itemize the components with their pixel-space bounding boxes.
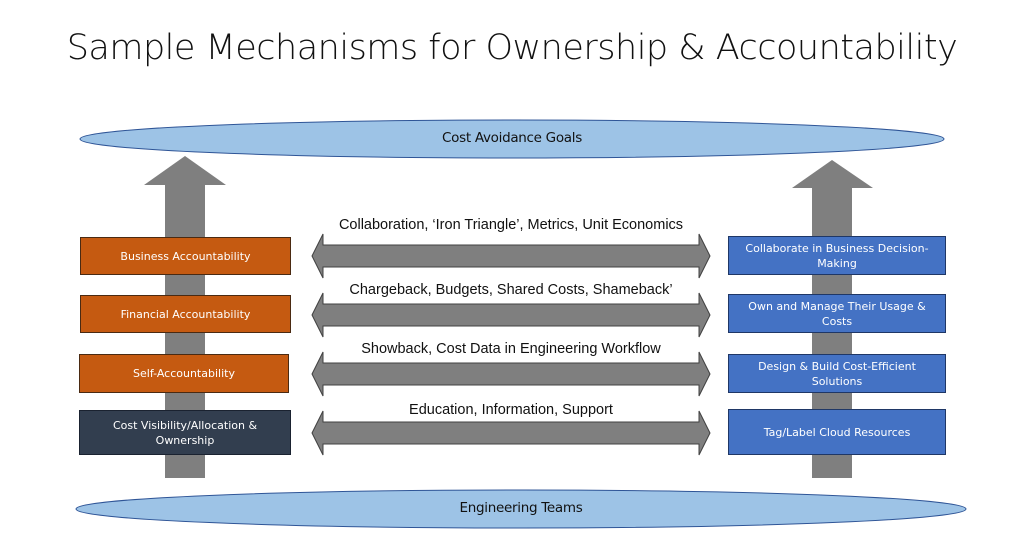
right-box-collaborate: Collaborate in Business Decision-Making xyxy=(728,236,946,275)
goal-ellipse xyxy=(79,119,945,159)
left-box-label: Business Accountability xyxy=(120,249,251,263)
right-box-label: Own and Manage Their Usage & Costs xyxy=(748,299,926,328)
double-arrow-3 xyxy=(311,351,711,397)
double-arrow-1 xyxy=(311,233,711,279)
right-box-label: Design & Build Cost-Efficient Solutions xyxy=(758,359,916,388)
right-box-design-build: Design & Build Cost-Efficient Solutions xyxy=(728,354,946,393)
left-box-financial-accountability: Financial Accountability xyxy=(80,295,291,333)
slide-title: Sample Mechanisms for Ownership & Accoun… xyxy=(66,28,958,68)
left-box-self-accountability: Self-Accountability xyxy=(79,354,289,393)
goal-label: Cost Avoidance Goals xyxy=(442,130,582,146)
base-ellipse xyxy=(75,489,967,529)
mechanism-label-4: Education, Information, Support xyxy=(409,402,613,418)
right-box-tag-label: Tag/Label Cloud Resources xyxy=(728,409,946,455)
right-box-label: Tag/Label Cloud Resources xyxy=(763,425,911,439)
right-box-own-manage: Own and Manage Their Usage & Costs xyxy=(728,294,946,333)
mechanism-label-3: Showback, Cost Data in Engineering Workf… xyxy=(361,341,661,357)
double-arrow-4 xyxy=(311,410,711,456)
left-box-label: Financial Accountability xyxy=(120,307,251,321)
left-box-cost-visibility: Cost Visibility/Allocation & Ownership xyxy=(79,410,291,455)
mechanism-label-1: Collaboration, ‘Iron Triangle’, Metrics,… xyxy=(338,217,684,233)
left-box-label: Cost Visibility/Allocation & Ownership xyxy=(112,418,258,447)
right-box-label: Collaborate in Business Decision-Making xyxy=(745,241,929,270)
base-label: Engineering Teams xyxy=(459,500,583,516)
mechanism-label-2: Chargeback, Budgets, Shared Costs, Shame… xyxy=(349,282,673,298)
double-arrow-2 xyxy=(311,292,711,338)
left-box-label: Self-Accountability xyxy=(133,367,235,380)
left-box-business-accountability: Business Accountability xyxy=(80,237,291,275)
